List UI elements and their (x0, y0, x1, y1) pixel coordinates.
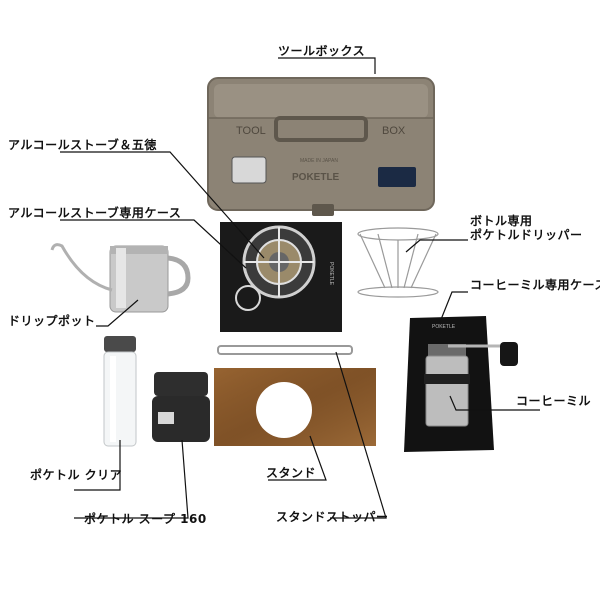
label-mill-case: コーヒーミル専用ケース (470, 278, 600, 292)
wooden-stand (214, 368, 376, 446)
alcohol-stove (235, 225, 316, 311)
toolbox: TOOL BOX POKETLE MADE IN JAPAN (207, 77, 435, 216)
toolbox-tag (378, 167, 416, 187)
bottle-dripper (357, 227, 439, 298)
label-stove-case: アルコールストーブ専用ケース (8, 206, 182, 220)
toolbox-brand-mark: POKETLE (292, 172, 340, 183)
coffee-mill (424, 342, 518, 427)
label-alcohol-stove: アルコールストーブ＆五徳 (8, 138, 157, 152)
mill-case-mark: POKETLE (432, 324, 456, 330)
label-toolbox: ツールボックス (278, 44, 366, 58)
label-drip-pot: ドリップポット (8, 314, 96, 328)
label-bottle-dripper: ボトル専用 ポケトルドリッパー (470, 214, 583, 242)
stand-stopper-bar (217, 345, 353, 355)
label-coffee-mill: コーヒーミル (516, 394, 592, 408)
label-stand: スタンド (266, 466, 317, 480)
toolbox-box-mark: BOX (382, 125, 406, 137)
toolbox-badge (231, 156, 267, 184)
poketle-soup-160 (152, 372, 210, 442)
label-stand-stopper: スタンドストッパー (276, 510, 389, 524)
stove-case-mark: POKETLE (328, 262, 334, 286)
toolbox-made-mark: MADE IN JAPAN (300, 158, 338, 164)
drip-pot (50, 243, 191, 313)
label-poketle-soup: ポケトル スープ 160 (84, 512, 207, 526)
toolbox-latch (312, 204, 334, 216)
label-poketle-clear: ポケトル クリア (30, 468, 123, 482)
toolbox-tool-mark: TOOL (236, 125, 266, 137)
poketle-clear (103, 336, 137, 447)
toolbox-handle (274, 116, 368, 142)
leader-lines (60, 57, 540, 519)
